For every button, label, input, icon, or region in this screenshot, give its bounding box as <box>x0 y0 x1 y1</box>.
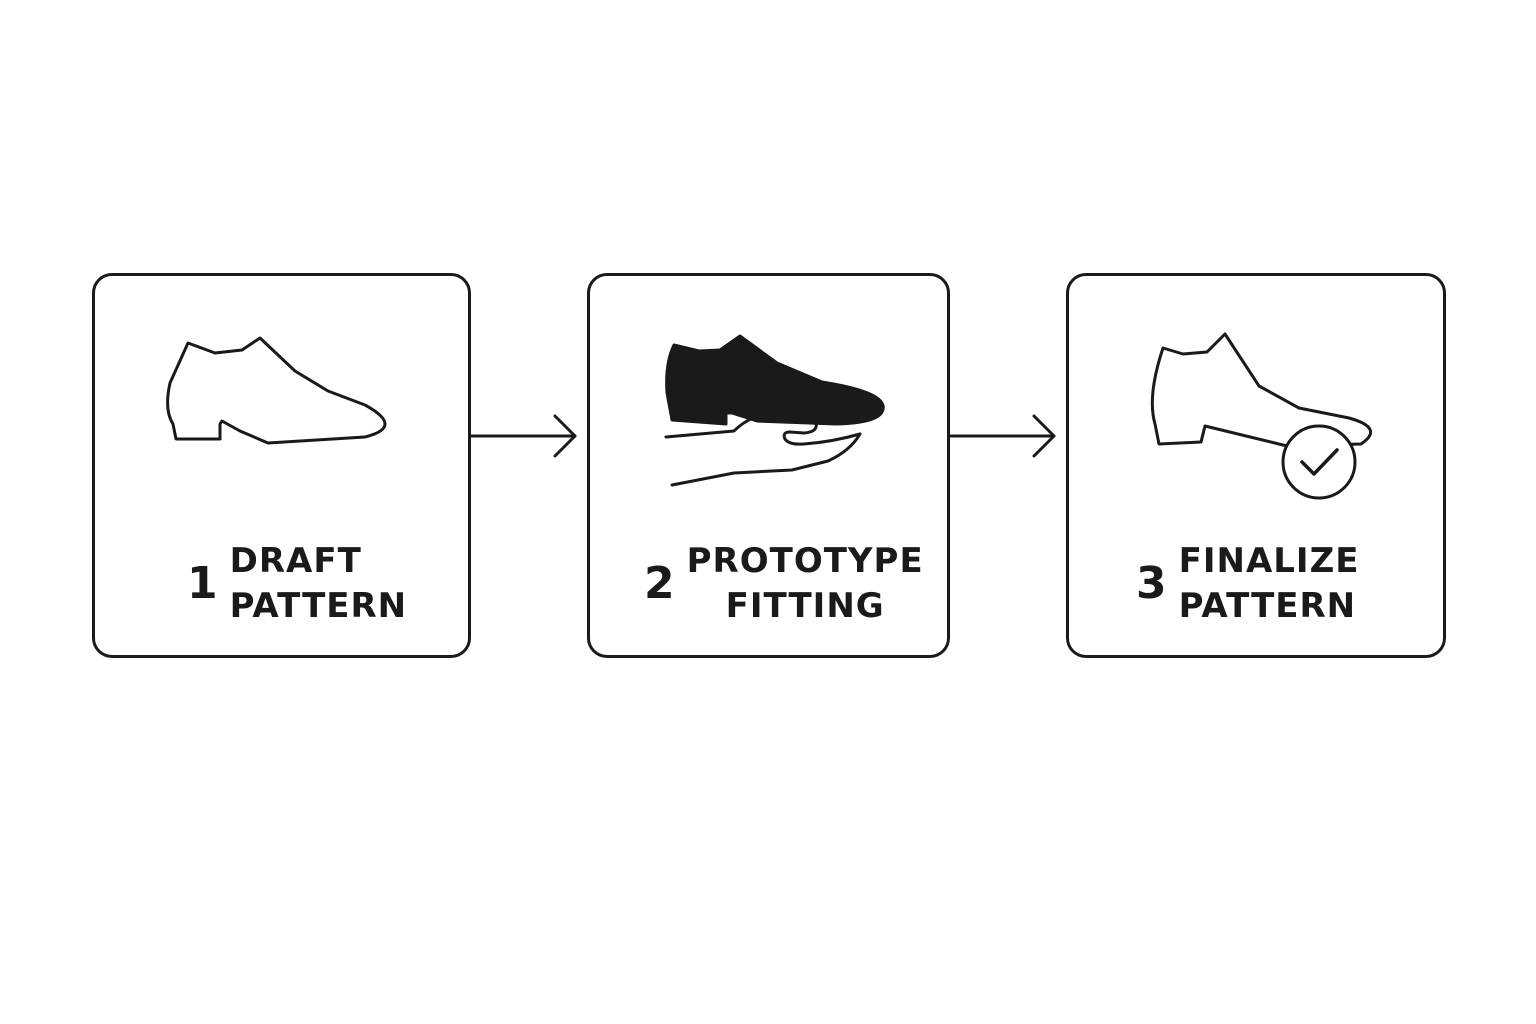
step-3-number: 3 <box>1136 558 1167 609</box>
step-3-card: 3 FINALIZE PATTERN <box>1066 273 1446 658</box>
step-2-card: 2 PROTOTYPE FITTING <box>587 273 950 658</box>
step-1-label: 1 DRAFT PATTERN <box>187 539 407 629</box>
step-1-title-line-1: DRAFT <box>229 541 362 581</box>
shoe-check-icon <box>1150 332 1373 500</box>
step-3-title-line-1: FINALIZE <box>1178 541 1360 581</box>
step-2-title-line-2: FITTING <box>725 586 885 626</box>
arrow-right-icon <box>469 414 577 458</box>
step-1-number: 1 <box>187 558 218 609</box>
step-2-title-line-1: PROTOTYPE <box>686 541 924 581</box>
shoe-on-hand-icon <box>664 334 885 487</box>
arrow-right-icon <box>948 414 1056 458</box>
step-1-card: 1 DRAFT PATTERN <box>92 273 471 658</box>
step-2-number: 2 <box>644 558 675 609</box>
step-1-title-line-2: PATTERN <box>229 586 408 626</box>
step-3-label: 3 FINALIZE PATTERN <box>1136 539 1359 629</box>
step-2-label: 2 PROTOTYPE FITTING <box>644 539 924 629</box>
step-3-title-line-2: PATTERN <box>1178 586 1357 626</box>
shoe-outline-icon <box>166 336 387 445</box>
step-1-title: DRAFT PATTERN <box>230 539 408 629</box>
step-2-title: PROTOTYPE FITTING <box>687 539 924 629</box>
step-3-title: FINALIZE PATTERN <box>1179 539 1360 629</box>
